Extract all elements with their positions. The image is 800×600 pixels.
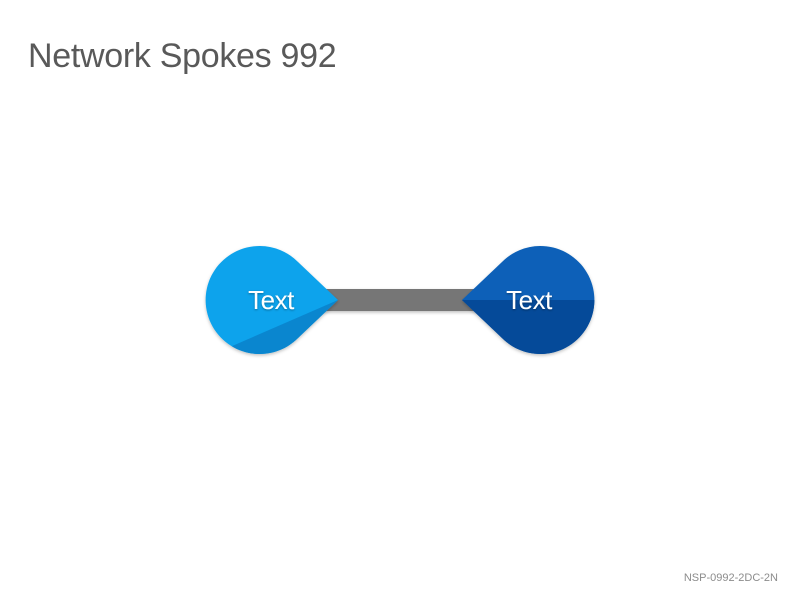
page-title: Network Spokes 992 (28, 37, 337, 75)
node-right-label: Text (506, 285, 553, 315)
node-left-label: Text (248, 285, 295, 315)
slide-code: NSP-0992-2DC-2N (683, 572, 778, 584)
connector-bar (318, 289, 482, 311)
node-right[interactable]: Text (462, 245, 600, 420)
node-left[interactable]: Text (200, 245, 360, 420)
node-right-shade (462, 300, 595, 354)
